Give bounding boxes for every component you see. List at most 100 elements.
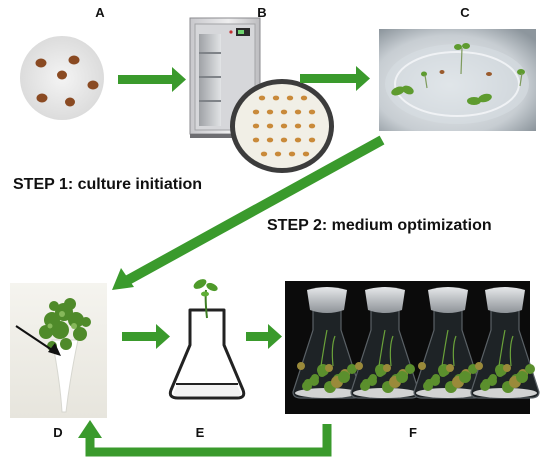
seed [300,95,308,101]
plantlet [487,376,497,386]
plantlet [446,364,454,372]
seed [68,55,80,65]
plantlet [360,381,370,391]
seed [272,95,280,101]
arrow-b-to-c [300,66,370,91]
plantlet [297,362,305,370]
plantlet [367,376,377,386]
arrow-c-to-d [112,135,385,290]
cotyledon [402,85,414,95]
plantlet [383,364,391,372]
foil-cap [485,287,525,313]
cotyledon [467,97,481,105]
cotyledon [391,86,405,96]
seed [274,151,282,157]
cotyledon [462,43,470,49]
flask-medium [173,384,242,396]
petri-dish-seeds [230,79,334,173]
plantlet [405,364,415,374]
culture-flask [413,287,483,399]
cotyledon [421,71,427,77]
panel-label-b: B [257,5,267,20]
seed [280,123,288,129]
plantlet [475,362,483,370]
foil-cap [307,287,347,313]
seed [252,109,260,115]
panel-c-seedlings [379,29,536,131]
erlenmeyer-flask [168,308,246,400]
seed [35,58,47,68]
plantlet [302,381,312,391]
seed [302,151,310,157]
process-arrows [78,66,385,457]
plantlet [516,371,528,383]
panel-f-cultures [285,281,540,414]
plantlet [376,369,384,377]
seed [294,109,302,115]
plantlet [480,381,490,391]
step-1-label: STEP 1: culture initiation [13,176,203,193]
seed [87,80,99,90]
plantlet [496,369,504,377]
seed [294,137,302,143]
seed [308,109,316,115]
seed [266,137,274,143]
culture-flask [470,287,540,399]
chamber-interior [199,34,221,126]
plantlet [347,364,357,374]
explant-stem [51,339,79,413]
seed [258,95,266,101]
seed [308,137,316,143]
plantlet [318,369,326,377]
plantlet [430,376,440,386]
plantlet [396,371,408,383]
seed [252,137,260,143]
plantlet [525,364,535,374]
panel-d-explant [10,283,107,418]
plantlet [309,376,319,386]
seed [280,109,288,115]
arrow-f-back-to-d [78,420,332,457]
cotyledon [478,93,492,103]
plantlet [503,364,511,372]
plantlet [418,362,426,370]
plantlet [439,369,447,377]
foil-cap [428,287,468,313]
step-2-label: STEP 2: medium optimization [267,217,492,234]
seed [252,123,260,129]
cotyledon [454,44,462,50]
arrow-d-to-e [122,324,170,349]
panel-a-seeds [20,36,104,120]
arrow-e-to-f [246,324,282,349]
panel-label-a: A [95,5,105,20]
seed [260,151,268,157]
seed [286,95,294,101]
seed [36,93,48,103]
arrow-a-to-b [118,67,186,92]
seed [266,123,274,129]
pointer-arrow [15,325,56,353]
seed [280,137,288,143]
panel-e-flask [168,279,246,400]
seed [266,109,274,115]
panel-b-growth-chamber [189,17,334,173]
culture-flask [350,287,420,399]
plantlet [338,371,350,383]
plantlet [325,364,333,372]
plantlet [355,362,363,370]
culture-flask [292,287,362,399]
seed [308,123,316,129]
panel-label-f: F [409,425,417,440]
plantlet [423,381,433,391]
foil-cap [365,287,405,313]
seed [65,97,75,107]
panel-label-e: E [195,425,205,440]
seed [288,151,296,157]
panel-label-c: C [460,5,470,20]
cotyledon [517,69,525,75]
plantlet [459,371,471,383]
panel-label-d: D [53,425,63,440]
seed [57,70,67,80]
